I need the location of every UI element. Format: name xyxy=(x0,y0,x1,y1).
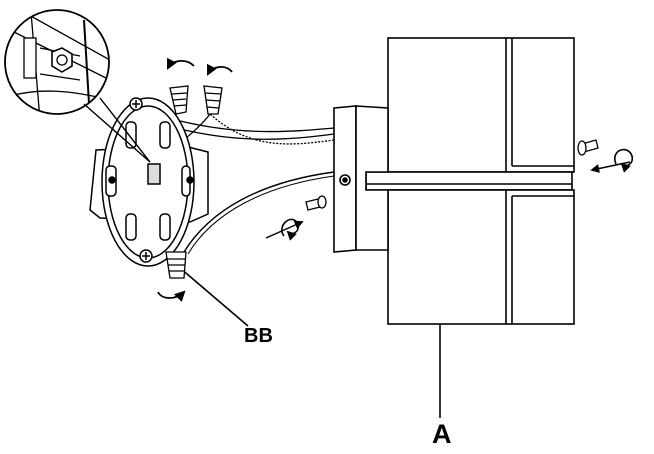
bracket-center-stud xyxy=(147,163,161,185)
fixture-a xyxy=(333,37,575,325)
wire-nut-1 xyxy=(169,85,189,115)
wire-nut-2 xyxy=(203,85,223,115)
twist-arrow-2-icon xyxy=(207,63,233,76)
twist-arrow-1-icon xyxy=(167,57,195,70)
screw-lower-left xyxy=(305,195,327,211)
label-bb: BB xyxy=(244,325,273,347)
fixture-upper-housing xyxy=(387,37,575,173)
label-a: A xyxy=(432,419,452,449)
wire-nut-3 xyxy=(165,251,187,279)
zoom-callout-pointer xyxy=(83,97,151,163)
screw-right xyxy=(577,139,599,156)
rotate-arrow-left-icon xyxy=(265,220,304,239)
ground-wire xyxy=(183,171,335,253)
leader-line-bb xyxy=(179,267,249,327)
fixture-lower-housing xyxy=(387,189,575,325)
zoom-detail-circle xyxy=(4,9,110,115)
fixture-slot xyxy=(365,171,573,191)
twist-arrow-3-icon xyxy=(157,290,186,302)
